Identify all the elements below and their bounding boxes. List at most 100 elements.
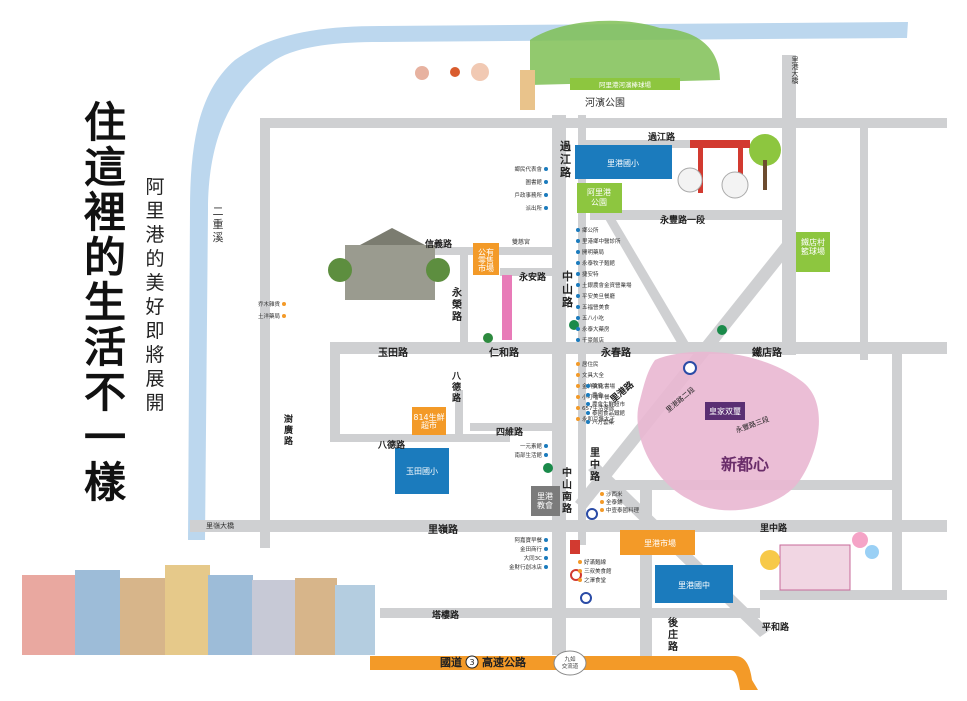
lucky-cat-icon-2 bbox=[721, 171, 749, 199]
poi-label: 中壹泰國料理 bbox=[606, 508, 640, 514]
poi-item: 平安美旦餐廳 bbox=[576, 292, 615, 300]
poi-label: 捷安特 bbox=[582, 272, 599, 278]
guojiang-road-char: 江 bbox=[560, 153, 571, 166]
poi-item: 全泰鋪 bbox=[600, 498, 623, 506]
poi-label: 南部生活館 bbox=[514, 453, 542, 459]
main-title-char: 住 bbox=[83, 98, 126, 147]
road-bade-v bbox=[455, 390, 463, 440]
label-ligang-bridge-top: 里港大橋 bbox=[790, 56, 802, 84]
yongrong-road-char: 路 bbox=[452, 312, 462, 323]
ligang-church-label-2: 教會 bbox=[537, 500, 553, 510]
main-title-char: 樣 bbox=[83, 458, 126, 507]
poi-item: 土銀農會金資營業場 bbox=[576, 281, 632, 289]
poi-dot-icon bbox=[586, 420, 590, 424]
poi-dot-icon bbox=[544, 193, 548, 197]
sub-title-char: 阿 bbox=[145, 176, 165, 198]
poi-dot-icon bbox=[576, 417, 580, 421]
interchange-marker bbox=[553, 650, 587, 676]
road-east-vertical bbox=[892, 345, 902, 595]
poi-label: 文具大全 bbox=[582, 373, 605, 379]
poi-dot-icon bbox=[586, 384, 590, 388]
poi-dot-icon bbox=[576, 316, 580, 320]
new-center-area bbox=[637, 351, 819, 511]
poi-item: 里港鄉中醫診所 bbox=[576, 237, 621, 245]
road-liling bbox=[190, 520, 947, 532]
poi-label: 一元素館 bbox=[519, 444, 542, 450]
zhongshan-road-char: 中 bbox=[562, 270, 573, 283]
main-title-char: 的 bbox=[83, 233, 126, 282]
road-yutian-renhe bbox=[330, 342, 947, 354]
poi-item: 657生活茶飲 bbox=[576, 404, 615, 412]
poi-item: 阿嘉寶早餐 bbox=[514, 536, 548, 544]
poi-item: 捷安特 bbox=[576, 270, 599, 278]
poi-label: 居住民 bbox=[582, 362, 599, 368]
poi-label: 沙西米 bbox=[606, 492, 623, 498]
bade-road-char: 路 bbox=[452, 394, 462, 404]
supermarket-814-label-2: 超市 bbox=[421, 420, 437, 430]
poi-label: 里港鄉中醫診所 bbox=[582, 239, 621, 245]
poi-dot-icon bbox=[544, 556, 548, 560]
poi-dot-icon bbox=[544, 444, 548, 448]
ligang-elementary-box bbox=[575, 145, 672, 179]
child-icon-2 bbox=[471, 63, 489, 81]
poi-label: 金田商行 bbox=[519, 547, 542, 553]
interchange-label-1: 九如 bbox=[564, 655, 576, 663]
label-celi: 澍廣路 bbox=[284, 415, 298, 448]
yutian-elementary-box bbox=[395, 448, 449, 494]
sub-title-char: 美 bbox=[145, 272, 165, 294]
ligang-church-box bbox=[531, 486, 560, 516]
main-title-char: 一 bbox=[83, 413, 126, 462]
label-renhe: 仁和路 bbox=[489, 348, 519, 359]
poi-item: 乔木雜貨 bbox=[258, 300, 286, 308]
yongrong-road-char: 榮 bbox=[452, 300, 462, 311]
bank-icon-4 bbox=[580, 592, 592, 604]
poi-dot-icon bbox=[586, 402, 590, 406]
tiedian-park-box bbox=[796, 232, 830, 272]
houses-illustration bbox=[22, 565, 375, 655]
label-guojiang-v: 過江路 bbox=[560, 140, 574, 179]
poi-item: 千豪飯店 bbox=[576, 336, 604, 344]
poi-label: 泰國食品鐵館 bbox=[592, 411, 626, 417]
gongyou-market-label-3: 市場 bbox=[478, 263, 494, 273]
tiedian-park-label-2: 籃球場 bbox=[801, 246, 825, 256]
label-lizhong: 里中路 bbox=[760, 524, 788, 534]
sub-title-char: 的 bbox=[145, 248, 165, 270]
sub-title: 阿里港的美好即將展開 bbox=[140, 175, 170, 435]
poi-item: 農會生鮮超市 bbox=[586, 400, 625, 408]
family-icon bbox=[520, 70, 535, 110]
poi-item: 金田商行 bbox=[520, 545, 548, 553]
river-name-char: 二 bbox=[212, 205, 224, 218]
skate-label: 阿里港河濱慢壘球場 bbox=[641, 92, 700, 101]
gas-station-icon bbox=[483, 333, 493, 343]
ball-icon bbox=[450, 67, 460, 77]
poi-item: 居住民 bbox=[576, 360, 599, 368]
zhongshan-road-char: 山 bbox=[562, 283, 573, 296]
poi-item: 戶政事務所 bbox=[514, 191, 548, 199]
poi-item: 農會 bbox=[586, 391, 603, 399]
poi-label: 好滿麵線 bbox=[584, 560, 607, 566]
road-ligang-bridge bbox=[782, 55, 796, 355]
poi-label: 五八小吃 bbox=[582, 316, 605, 322]
poi-dot-icon bbox=[576, 384, 580, 388]
poi-dot-icon bbox=[578, 578, 582, 582]
poi-label: 開明藥局 bbox=[582, 250, 605, 256]
freeway-number: 3 bbox=[469, 658, 474, 667]
guojiang-road-char: 路 bbox=[560, 166, 571, 179]
zhongshan-nan-road-char: 路 bbox=[562, 504, 572, 515]
interchange-label-2: 交流道 bbox=[562, 662, 579, 670]
label-talou: 塔樓路 bbox=[432, 611, 460, 621]
poi-label: 土洋藥局 bbox=[257, 314, 280, 320]
poi-label: 阿嘉寶早餐 bbox=[514, 538, 542, 544]
road-talou bbox=[380, 608, 760, 618]
poi-item: 派出所 bbox=[525, 204, 548, 212]
poi-item: 三叔美食館 bbox=[578, 567, 612, 575]
poi-item: 金財行創冰店 bbox=[509, 563, 548, 571]
poi-label: 鄉公所 bbox=[582, 228, 599, 234]
label-yongchun: 永春路 bbox=[601, 348, 631, 359]
poi-label: 小叮噹早餐 bbox=[582, 395, 610, 401]
lizhong-road-char: 里 bbox=[590, 448, 600, 459]
poi-label: 戶政事務所 bbox=[514, 193, 542, 199]
gongyou-market-label-2: 零售 bbox=[478, 255, 494, 265]
